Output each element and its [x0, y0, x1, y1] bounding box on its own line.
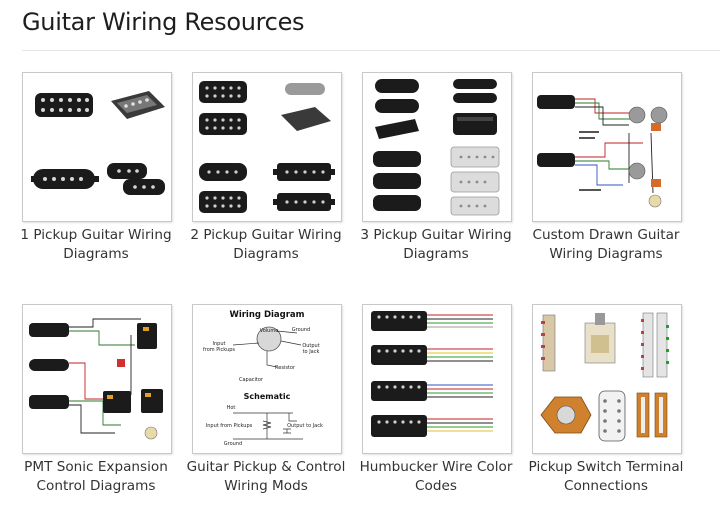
- single-coil-pickup-icon: [373, 79, 421, 211]
- thumb-volume: Volume: [260, 328, 279, 334]
- thumbnail-pmt-sonic-diagram[interactable]: [22, 304, 172, 454]
- thumb-output: Output: [302, 343, 319, 349]
- thumb-output-to-jack: Output to Jack: [287, 423, 323, 429]
- split-coil-pickup-icon: [107, 163, 165, 195]
- thumbnail-switch-terminals[interactable]: [532, 304, 682, 454]
- card-label[interactable]: Humbucker Wire Color Codes: [359, 459, 513, 494]
- card-label[interactable]: 1 Pickup Guitar Wiring Diagrams: [20, 227, 172, 262]
- thumb-ground-2: Ground: [224, 441, 242, 447]
- thumb-resistor: Resistor: [275, 365, 296, 371]
- humbucker-pickup-icon: [199, 81, 247, 213]
- thumbnail-1-pickup-diagram[interactable]: [22, 72, 172, 222]
- thumb-capacitor: Capacitor: [239, 377, 264, 383]
- thumbnail-humbucker-colors[interactable]: [362, 304, 512, 454]
- thumb-input-from-pickups: Input from Pickups: [206, 423, 253, 429]
- page-title: Guitar Wiring Resources: [22, 8, 305, 36]
- card-label[interactable]: Guitar Pickup & Control Wiring Mods: [186, 459, 346, 494]
- toggle-switch-icon: [540, 396, 592, 434]
- rail-pickup-icon: [453, 79, 497, 135]
- tele-pickup-icon: [281, 83, 331, 131]
- thumb-heading: Wiring Diagram: [229, 310, 304, 320]
- thumb-ground: Ground: [292, 327, 310, 333]
- card-label[interactable]: Custom Drawn Guitar Wiring Diagrams: [532, 227, 680, 262]
- single-coil-pickup-icon: [31, 169, 99, 189]
- thumbnail-wiring-mods-diagram[interactable]: Wiring Diagram Volume Ground Input from …: [192, 304, 342, 454]
- blade-switch-icon: [541, 314, 556, 372]
- thumbnail-2-pickup-diagram[interactable]: [192, 72, 342, 222]
- thumb-from-pickups: from Pickups: [203, 347, 235, 353]
- card-label[interactable]: 2 Pickup Guitar Wiring Diagrams: [190, 227, 342, 262]
- humbucker-pickup-icon: [35, 93, 93, 117]
- thumb-input: Input: [213, 341, 226, 347]
- card-label[interactable]: Pickup Switch Terminal Connections: [528, 459, 684, 494]
- thumbnail-custom-diagram[interactable]: [532, 72, 682, 222]
- strat-switch-icon: [641, 312, 669, 378]
- card-label[interactable]: PMT Sonic Expansion Control Diagrams: [24, 459, 168, 494]
- thumb-to-jack: to Jack: [303, 349, 320, 355]
- chrome-humbucker-icon: [450, 146, 500, 216]
- thumbnail-3-pickup-diagram[interactable]: [362, 72, 512, 222]
- p90-pickup-icon: [273, 163, 335, 211]
- tele-bridge-pickup-icon: [111, 91, 165, 119]
- superswitch-icon: [636, 392, 668, 438]
- card-label[interactable]: 3 Pickup Guitar Wiring Diagrams: [360, 227, 512, 262]
- rotary-switch-icon: [584, 313, 616, 364]
- thumb-schematic: Schematic: [244, 392, 291, 401]
- lever-switch-icon: [598, 390, 626, 442]
- thumb-hot: Hot: [227, 405, 236, 411]
- title-divider: [22, 50, 720, 51]
